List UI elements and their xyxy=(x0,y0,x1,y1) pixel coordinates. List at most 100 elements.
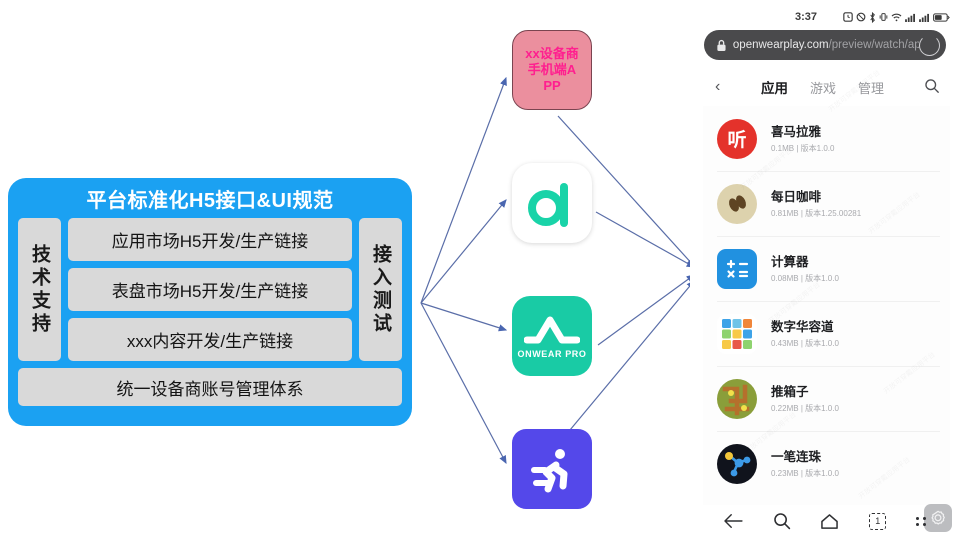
connect-dots-icon xyxy=(717,443,757,484)
app-sub: 0.1MB | 版本1.0.0 xyxy=(771,144,834,154)
tech-support-text: 技术支持 xyxy=(29,243,50,336)
app-sub: 0.22MB | 版本1.0.0 xyxy=(771,404,839,414)
app-list: 听 喜马拉雅 0.1MB | 版本1.0.0 xyxy=(703,106,950,496)
coffee-bean-glyph xyxy=(729,194,746,212)
platform-panel: 平台标准化H5接口&UI规范 技术支持 应用市场H5开发/生产链接 表盘市场H5… xyxy=(8,178,412,426)
app-sub: 0.08MB | 版本1.0.0 xyxy=(771,274,839,284)
tile-vendor-mobile-app[interactable]: xx设备商手机端APP xyxy=(512,30,592,110)
app-size: 0.22MB xyxy=(771,403,799,413)
tech-support-label: 技术支持 xyxy=(18,218,61,361)
reload-icon[interactable] xyxy=(919,34,940,56)
tile-vendor-label: xx设备商手机端APP xyxy=(525,46,579,93)
calculator-icon xyxy=(717,248,757,289)
url-domain: openwearplay.com xyxy=(732,39,829,51)
sep: | xyxy=(800,208,803,218)
app-meta: 推箱子 0.22MB | 版本1.0.0 xyxy=(771,384,839,414)
row-watchface-market[interactable]: 表盘市场H5开发/生产链接 xyxy=(68,268,352,311)
number-puzzle-icon xyxy=(717,313,757,354)
list-item[interactable]: 计算器 0.08MB | 版本1.0.0 xyxy=(703,236,950,301)
row-content-dev[interactable]: xxx内容开发/生产链接 xyxy=(68,318,352,361)
back-arrow-icon[interactable] xyxy=(723,513,743,529)
app-version: 版本1.0.0 xyxy=(805,468,839,478)
connect-dots-glyph xyxy=(725,451,751,476)
runner-icon xyxy=(531,449,568,493)
app-version: 版本1.0.0 xyxy=(805,273,839,283)
app-meta: 每日咖啡 0.81MB | 版本1.25.00281 xyxy=(771,189,861,219)
a-glyph-icon xyxy=(528,183,568,227)
platform-middle-row: 技术支持 应用市场H5开发/生产链接 表盘市场H5开发/生产链接 xxx内容开发… xyxy=(18,218,402,361)
vibrate-icon xyxy=(879,13,888,21)
grid-menu-icon[interactable] xyxy=(916,516,927,526)
app-store-panel: ‹ 应用 游戏 管理 听 喜马拉雅 xyxy=(703,68,950,505)
sokoban-icon xyxy=(717,378,757,419)
dot xyxy=(916,516,920,520)
list-item[interactable]: 每日咖啡 0.81MB | 版本1.25.00281 xyxy=(703,171,950,236)
page-title: 平台标准化H5接口&UI规范 xyxy=(86,190,334,212)
onwear-pro-label: ONWEAR PRO xyxy=(517,348,587,359)
settings-gear-icon xyxy=(931,510,945,525)
battery-icon xyxy=(933,12,950,22)
coffee-icon xyxy=(717,183,757,224)
tab-games[interactable]: 游戏 xyxy=(810,81,837,96)
system-nav-bar: 1 xyxy=(690,504,960,538)
search-icon[interactable] xyxy=(773,512,791,530)
row-unified-account[interactable]: 统一设备商账号管理体系 xyxy=(18,368,402,406)
tile-onwear-pro-app[interactable]: ONWEAR PRO xyxy=(512,296,592,376)
tab-count-button[interactable]: 1 xyxy=(869,512,887,530)
app-meta: 一笔连珠 0.23MB | 版本1.0.0 xyxy=(771,449,839,479)
phone-mockup: 3:37 xyxy=(690,0,960,546)
app-size: 0.43MB xyxy=(771,338,799,348)
sep: | xyxy=(796,143,799,153)
app-meta: 喜马拉雅 0.1MB | 版本1.0.0 xyxy=(771,124,834,154)
status-bar: 3:37 xyxy=(690,8,960,26)
alarm-icon xyxy=(843,12,853,22)
sep: | xyxy=(800,403,803,413)
app-size: 0.23MB xyxy=(771,468,799,478)
url-path: /preview/watch/ap xyxy=(828,39,919,51)
store-tabs: 应用 游戏 管理 xyxy=(761,77,884,97)
status-time: 3:37 xyxy=(795,11,818,23)
dot xyxy=(916,522,920,526)
app-meta: 数字华容道 0.43MB | 版本1.0.0 xyxy=(771,319,839,349)
app-name: 每日咖啡 xyxy=(771,189,822,204)
status-icons xyxy=(843,11,950,23)
app-size: 0.81MB xyxy=(771,208,799,218)
settings-fab-button[interactable] xyxy=(924,504,952,532)
browser-url-bar[interactable]: openwearplay.com/preview/watch/ap xyxy=(704,30,946,60)
app-version: 版本1.0.0 xyxy=(800,143,835,153)
back-chevron-icon[interactable]: ‹ xyxy=(715,78,721,95)
signal-icon xyxy=(905,13,915,22)
tile-a-logo-app[interactable] xyxy=(512,163,592,243)
app-version: 版本1.25.00281 xyxy=(805,208,862,218)
list-item[interactable]: 数字华容道 0.43MB | 版本1.0.0 xyxy=(703,301,950,366)
app-version: 版本1.0.0 xyxy=(805,338,839,348)
calculator-glyph xyxy=(726,259,749,278)
app-sub: 0.81MB | 版本1.25.00281 xyxy=(771,209,861,219)
app-sub: 0.43MB | 版本1.0.0 xyxy=(771,339,839,349)
dot xyxy=(923,516,927,520)
bluetooth-icon xyxy=(870,11,875,23)
mute-icon xyxy=(856,12,866,22)
mountain-wave-icon xyxy=(524,316,580,343)
signal-icon xyxy=(919,13,929,22)
tab-apps[interactable]: 应用 xyxy=(761,81,788,96)
dot xyxy=(923,522,927,526)
access-test-label: 接入测试 xyxy=(359,218,402,361)
list-item[interactable]: 听 喜马拉雅 0.1MB | 版本1.0.0 xyxy=(703,106,950,171)
app-name: 喜马拉雅 xyxy=(771,124,822,139)
search-icon[interactable] xyxy=(924,78,940,94)
app-sub: 0.23MB | 版本1.0.0 xyxy=(771,469,839,479)
app-size: 0.1MB xyxy=(771,143,795,153)
ximalaya-icon: 听 xyxy=(717,118,757,159)
app-name: 数字华容道 xyxy=(771,319,834,334)
list-item[interactable]: 一笔连珠 0.23MB | 版本1.0.0 xyxy=(703,431,950,496)
app-name: 计算器 xyxy=(771,254,809,269)
home-icon[interactable] xyxy=(820,513,839,530)
row-app-market[interactable]: 应用市场H5开发/生产链接 xyxy=(68,218,352,261)
app-size: 0.08MB xyxy=(771,273,799,283)
tab-manage[interactable]: 管理 xyxy=(858,81,885,96)
list-item[interactable]: 推箱子 0.22MB | 版本1.0.0 xyxy=(703,366,950,431)
tile-runner-app[interactable] xyxy=(512,429,592,509)
puzzle-grid-glyph xyxy=(722,318,752,349)
